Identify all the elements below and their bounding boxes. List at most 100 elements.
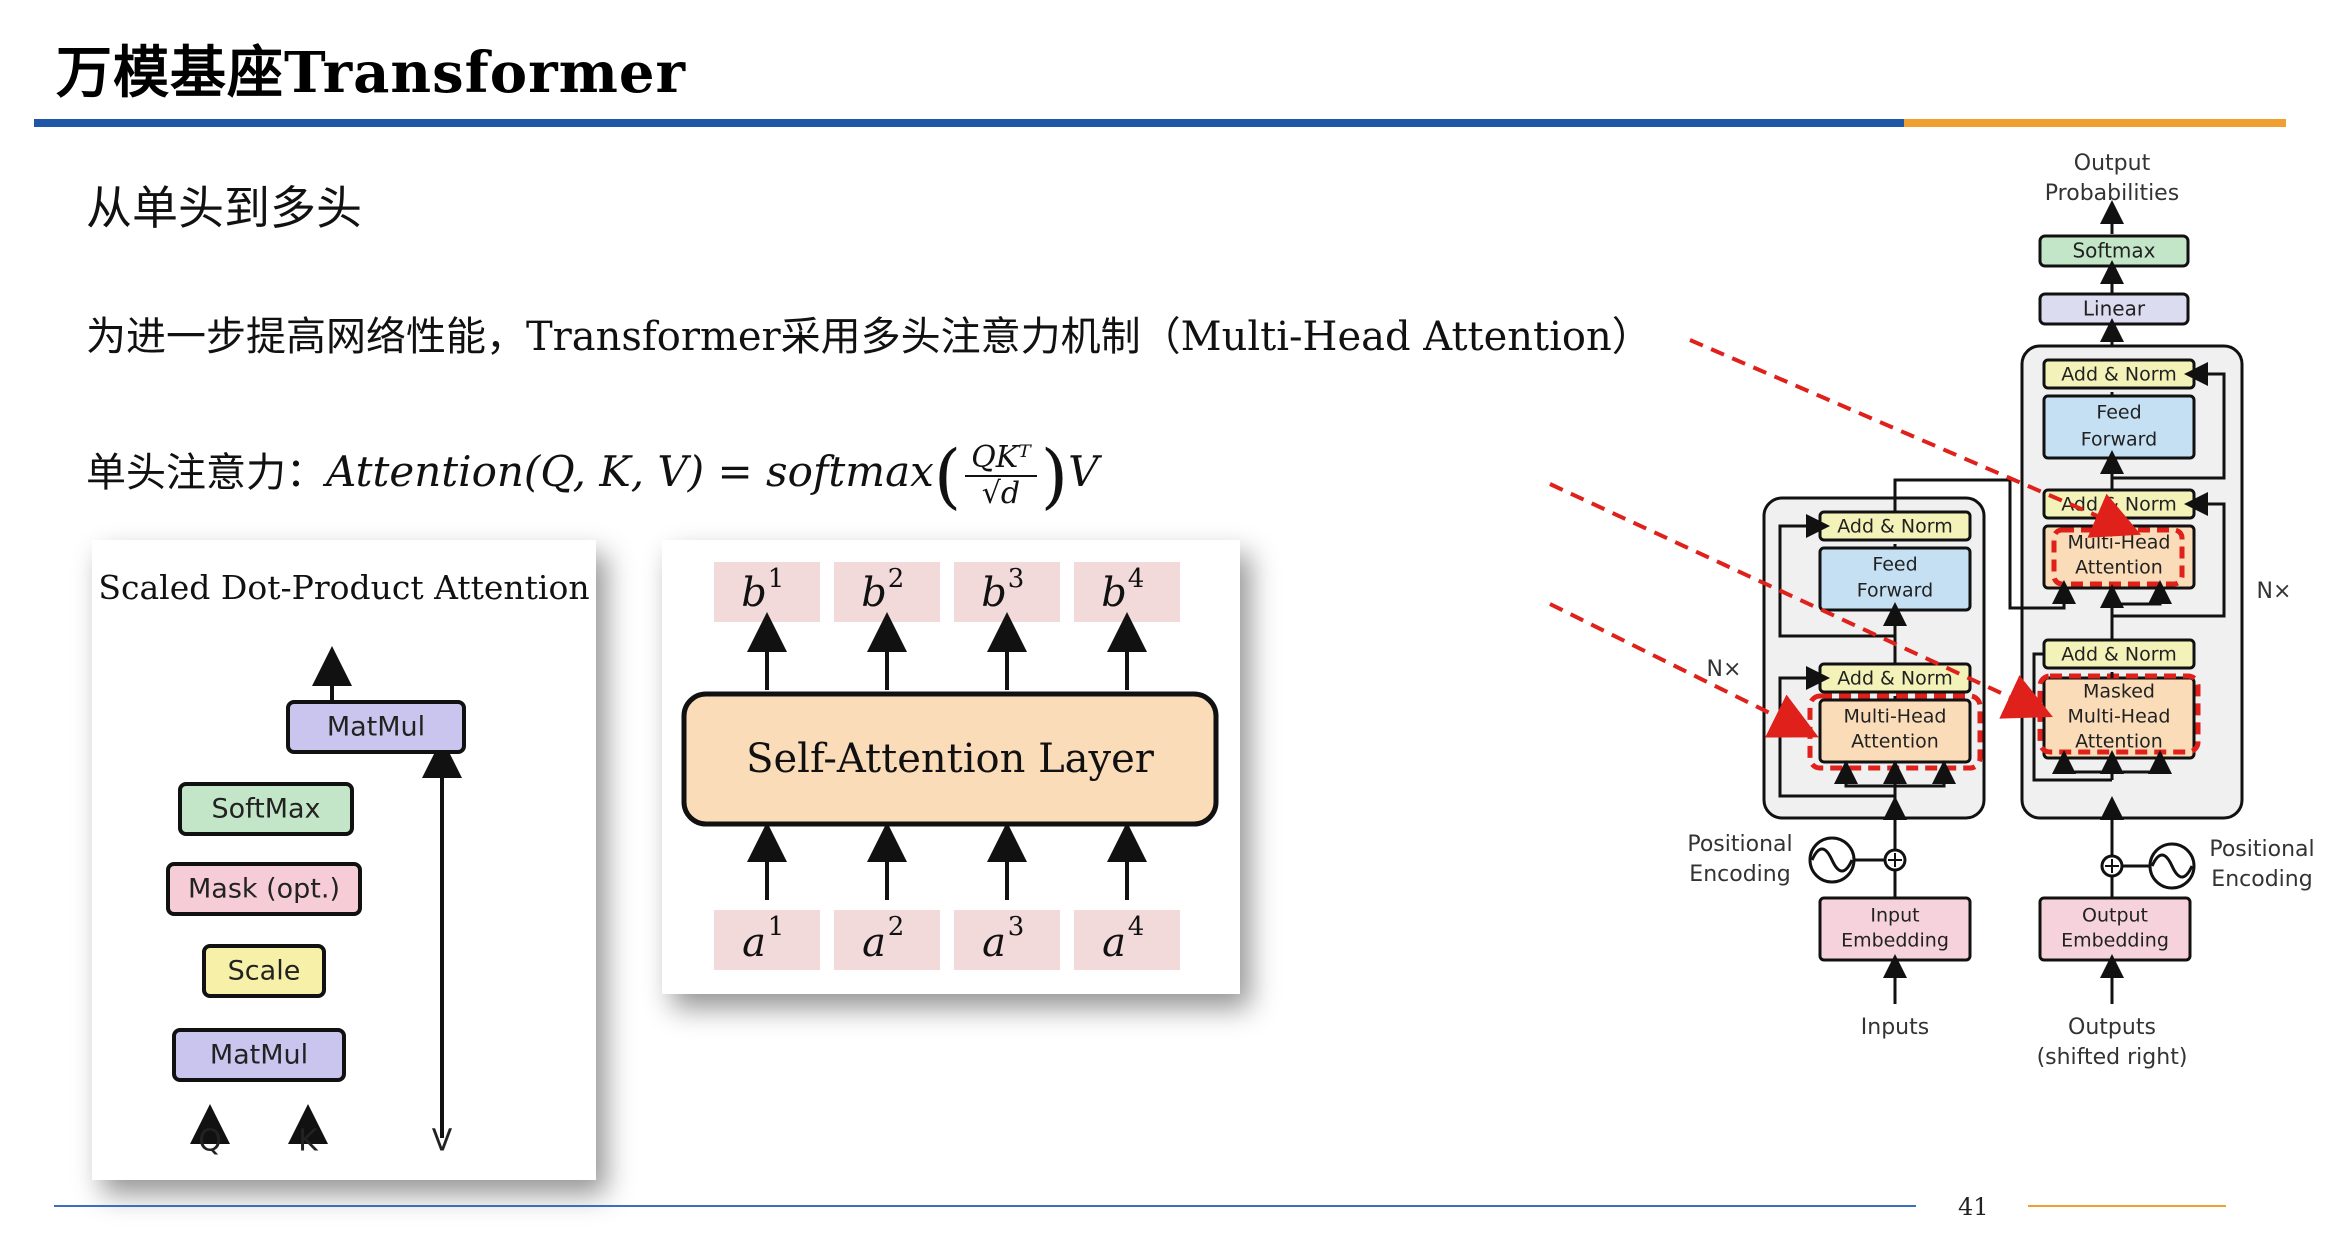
sdpa-diagram: Scaled Dot-Product Attention MatMul Soft… xyxy=(98,568,589,1159)
footer-rule-orange xyxy=(2028,1205,2226,1207)
output-probabilities-line1: Output xyxy=(2074,151,2151,176)
output-b4-sup: 4 xyxy=(1128,564,1145,594)
input-cell-3 xyxy=(954,910,1060,970)
decoder-feed-forward-line2: Forward xyxy=(2081,429,2157,451)
encoder-feed-forward-line1: Feed xyxy=(1872,554,1917,576)
page-number: 41 xyxy=(1958,1193,1989,1221)
self-attention-panel: b 1 b 2 b 3 b 4 Self-Attention Layer a 1… xyxy=(662,540,1240,994)
arrow-dec-into-masked-left xyxy=(2052,750,2112,774)
decoder-cross-attention-line2: Attention xyxy=(2075,557,2163,579)
encoder-feed-forward-line2: Forward xyxy=(1857,580,1933,602)
sdpa-k-label: K xyxy=(298,1124,319,1159)
single-head-formula-line: 单头注意力：Attention(Q, K, V) = softmax(QKᵀ√d… xyxy=(86,440,1099,512)
title-rule-orange xyxy=(1904,119,2286,127)
sdpa-matmul-top xyxy=(286,700,466,754)
output-b3-sup: 3 xyxy=(1008,564,1025,594)
formula-denominator: √d xyxy=(965,475,1037,511)
transformer-diagram: Output Probabilities Softmax Linear Add … xyxy=(1687,151,2314,1070)
input-a1-sup: 1 xyxy=(768,912,785,942)
input-a2-sup: 2 xyxy=(888,912,905,942)
encoder-pe-label-line2: Encoding xyxy=(1689,862,1790,887)
output-cells xyxy=(714,562,1180,622)
sdpa-title: Scaled Dot-Product Attention xyxy=(98,568,589,607)
input-embedding-line1: Input xyxy=(1870,905,1919,927)
output-b2-sup: 2 xyxy=(888,564,905,594)
transformer-architecture-panel: Output Probabilities Softmax Linear Add … xyxy=(1640,130,2330,1090)
output-probabilities-line2: Probabilities xyxy=(2045,181,2179,206)
decoder-plus-icon xyxy=(2105,859,2119,873)
encoder-add-norm-2-label: Add & Norm xyxy=(1837,516,1953,538)
formula-lhs: Attention(Q, K, V) = softmax xyxy=(326,447,934,496)
decoder-add-norm-1-label: Add & Norm xyxy=(2061,644,2177,666)
footer-rule-blue xyxy=(54,1205,1916,1207)
sdpa-matmul-bottom-label: MatMul xyxy=(210,1040,308,1071)
encoder-sine-wave-icon xyxy=(1810,847,1854,873)
decoder-nx: N× xyxy=(2257,579,2292,604)
residual-dec-3 xyxy=(2112,362,2226,480)
output-embedding-line1: Output xyxy=(2082,905,2148,927)
encoder-self-attention-line2: Attention xyxy=(1851,731,1939,753)
self-attention-layer xyxy=(681,691,1219,827)
output-b1-base: b xyxy=(741,570,767,616)
decoder-add-norm-2-label: Add & Norm xyxy=(2061,494,2177,516)
subhead: 从单头到多头 xyxy=(86,181,362,235)
sdpa-panel: Scaled Dot-Product Attention MatMul Soft… xyxy=(92,540,596,1180)
encoder-pe-label-line1: Positional xyxy=(1687,832,1792,857)
sdpa-mask xyxy=(166,862,362,916)
formula-paren-close: ) xyxy=(1040,435,1069,517)
sdpa-scale-label: Scale xyxy=(228,956,301,987)
sdpa-scale xyxy=(202,944,326,998)
input-a1-base: a xyxy=(742,920,766,966)
sdpa-mask-label: Mask (opt.) xyxy=(188,874,340,905)
sdpa-v-label: V xyxy=(432,1124,453,1159)
self-attention-diagram: b 1 b 2 b 3 b 4 Self-Attention Layer a 1… xyxy=(681,562,1219,970)
sdpa-q-label: Q xyxy=(198,1124,222,1159)
formula-fraction: QKᵀ√d xyxy=(965,441,1037,511)
decoder-feed-forward-line1: Feed xyxy=(2096,402,2141,424)
output-b3-base: b xyxy=(981,570,1007,616)
arrow-dec-cross-q xyxy=(2112,580,2172,606)
input-a3-sup: 3 xyxy=(1008,912,1025,942)
sdpa-matmul-top-label: MatMul xyxy=(327,712,425,743)
inputs-label: Inputs xyxy=(1861,1015,1929,1040)
residual-dec-2 xyxy=(2112,492,2226,618)
softmax-label: Softmax xyxy=(2072,239,2155,263)
decoder-sine-wave-icon xyxy=(2150,853,2194,879)
sdpa-matmul-bottom xyxy=(172,1028,346,1082)
output-b2-base: b xyxy=(861,570,887,616)
input-cell-1 xyxy=(714,910,820,970)
outputs-label-line2: (shifted right) xyxy=(2037,1045,2188,1070)
decoder-pe-label-line1: Positional xyxy=(2209,837,2314,862)
encoder-add-norm-1-label: Add & Norm xyxy=(1837,668,1953,690)
input-a4-base: a xyxy=(1102,920,1126,966)
output-b4-base: b xyxy=(1101,570,1127,616)
formula-paren-open: ( xyxy=(933,435,962,517)
formula-tail: V xyxy=(1068,447,1099,496)
arrow-enc-into-att-right xyxy=(1895,760,1956,788)
decoder-masked-attention-line2: Multi-Head xyxy=(2068,706,2171,728)
input-cells xyxy=(714,910,1180,970)
input-a2-base: a xyxy=(862,920,886,966)
decoder-cross-attention-line1: Multi-Head xyxy=(2068,532,2171,554)
encoder-self-attention-line1: Multi-Head xyxy=(1844,706,1947,728)
encoder-plus-icon xyxy=(1888,853,1902,867)
sdpa-softmax xyxy=(178,782,354,836)
input-embedding-line2: Embedding xyxy=(1841,930,1949,952)
linear-label: Linear xyxy=(2083,297,2146,321)
arrow-dec-into-masked-right xyxy=(2112,750,2172,774)
formula-numerator: QKᵀ xyxy=(971,440,1031,475)
decoder-add-norm-3-label: Add & Norm xyxy=(2061,364,2177,386)
decoder-pe-label-line2: Encoding xyxy=(2211,867,2312,892)
input-cell-2 xyxy=(834,910,940,970)
title-rule-blue xyxy=(34,119,1904,127)
output-embedding-line2: Embedding xyxy=(2061,930,2169,952)
outputs-label-line1: Outputs xyxy=(2068,1015,2156,1040)
encoder-nx: N× xyxy=(1707,657,1742,682)
input-a3-base: a xyxy=(982,920,1006,966)
decoder-masked-attention-line1: Masked xyxy=(2083,681,2155,703)
sdpa-softmax-label: SoftMax xyxy=(211,794,320,825)
input-cell-4 xyxy=(1074,910,1180,970)
input-a4-sup: 4 xyxy=(1128,912,1145,942)
formula-prefix: 单头注意力： xyxy=(86,450,326,496)
arrow-enc-into-att-left xyxy=(1834,760,1895,788)
